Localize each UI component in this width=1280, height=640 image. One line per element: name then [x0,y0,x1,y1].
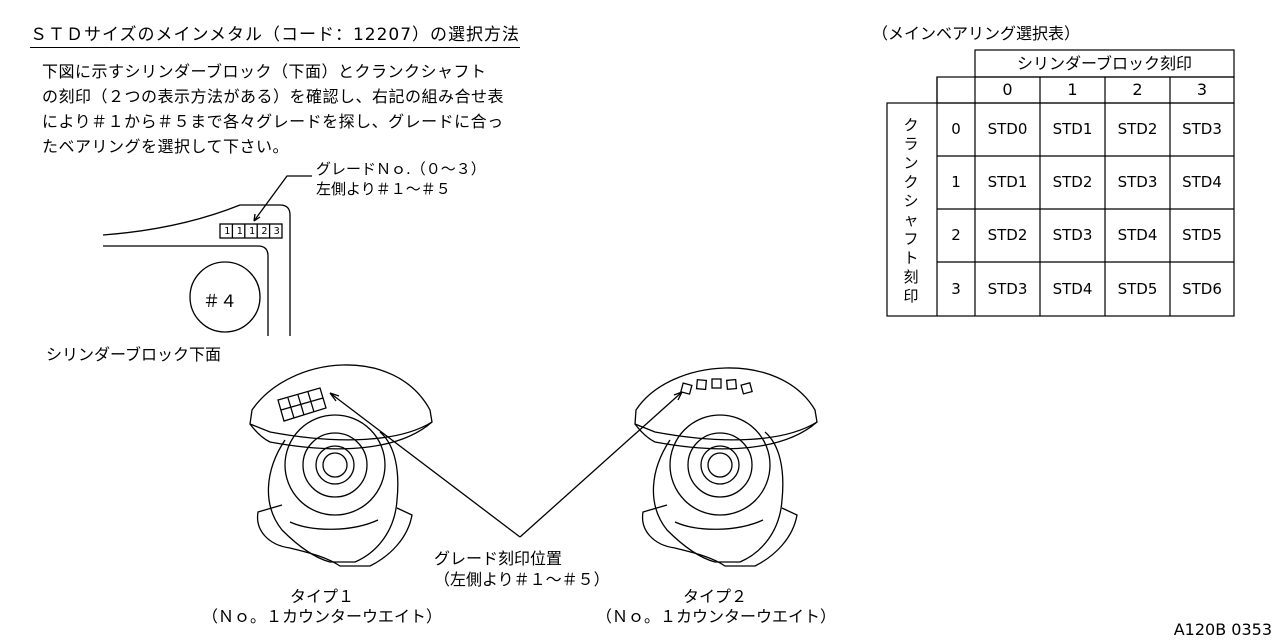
row-header: 2 [951,226,961,244]
table-cell: STD3 [1052,226,1093,244]
block-stamp-digit: 1 [236,226,243,237]
block-caption: シリンダーブロック下面 [46,345,222,364]
block-stamp-digit: 2 [261,226,268,237]
table-title: （メインベアリング選択表） [872,24,1081,43]
block-stamp-digit: 1 [248,226,255,237]
col-header: 0 [1002,80,1013,99]
page-title: ＳＴＤサイズのメインメタル（コード：12207）の選択方法 [30,20,521,48]
instruction-line-1: 下図に示すシリンダーブロック（下面）とクランクシャフト [42,62,487,81]
table-cell: STD5 [1117,280,1158,298]
crankshaft-type1 [249,364,433,567]
table-cell: STD3 [1182,120,1222,138]
type2-subtitle: （Ｎｏ。１カウンターウエイト） [596,607,837,626]
journal-label: ＃４ [203,292,237,312]
col-header: 2 [1132,80,1143,99]
instruction-line-3: により＃１から＃５まで各々グレードを探し、グレードに合っ [42,112,504,131]
block-callout-line-1: グレードＮｏ.（０～３） [316,160,486,178]
table-cell: STD2 [1117,120,1158,138]
table-cell: STD1 [987,173,1028,191]
row-group-header: クランクシャフト刻印 [903,116,919,305]
type1-title: タイプ１ [290,587,355,606]
row-header: 1 [951,173,961,191]
block-stamp-values: 1 1 1 2 3 [221,225,283,239]
col-group-header: シリンダーブロック刻印 [1016,54,1193,73]
table-cell: STD0 [987,120,1028,138]
table-cell: STD2 [987,226,1028,244]
block-callout-leader [253,175,312,222]
type2-title: タイプ２ [683,587,748,606]
table-cell: STD2 [1052,173,1093,191]
type1-subtitle: （Ｎｏ。１カウンターウエイト） [202,607,443,626]
type1-stamp-grid [277,387,327,422]
table-cell: STD3 [987,280,1028,298]
table-cell: STD4 [1052,280,1093,298]
instruction-line-2: の刻印（２つの表示方法がある）を確認し、右記の組み合せ表 [42,87,505,106]
col-header: 3 [1196,80,1208,99]
table-cell: STD4 [1117,226,1158,244]
block-stamp-boxes [219,223,283,239]
instruction-line-4: たベアリングを選択して下さい。 [42,137,290,156]
crank-callout-leaders [329,391,683,538]
table-cell: STD5 [1182,226,1222,244]
crankshaft-type2 [634,367,818,567]
table-cell: STD6 [1182,280,1222,298]
figure-code: A120B 0353 [1173,620,1272,639]
block-stamp-digit: 1 [224,226,231,237]
block-stamp-digit: 3 [273,226,280,237]
table-cell: STD3 [1117,173,1158,191]
cylinder-block-outline [102,204,291,336]
row-header: 0 [951,120,961,138]
crank-callout-line-2: （左側より＃１～＃５） [434,570,610,589]
table-cell: STD4 [1182,173,1222,191]
col-header: 1 [1067,80,1078,99]
table-cell: STD1 [1052,120,1093,138]
block-callout-line-2: 左側より＃１～＃５ [316,180,451,198]
row-header: 3 [951,280,961,298]
crank-callout-line-1: グレード刻印位置 [434,549,563,568]
type2-stamp-squares [680,378,753,395]
